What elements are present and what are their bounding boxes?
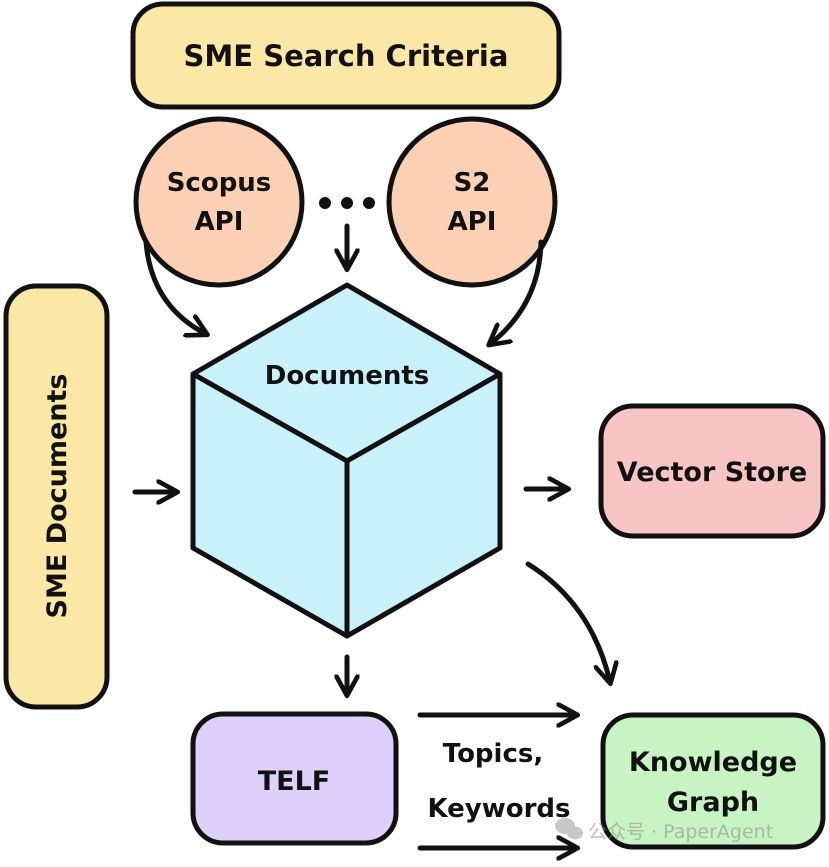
sme-search-criteria-box <box>130 1 562 110</box>
arrow-documents-to-knowledge-graph <box>525 561 610 682</box>
scopus-api-label-line2: API <box>195 207 244 237</box>
documents-cube-node: Documents <box>190 282 503 639</box>
knowledge-graph-box <box>600 712 826 850</box>
ellipsis-dots <box>319 197 375 209</box>
vector-store-node: Vector Store <box>598 403 826 539</box>
sme-search-criteria-node: SME Search Criteria <box>130 1 562 110</box>
documents-label: Documents <box>265 361 430 391</box>
wechat-icon <box>555 818 583 840</box>
s2-api-label-line1: S2 <box>454 168 491 198</box>
telf-label: TELF <box>258 766 331 797</box>
telf-node: TELF <box>190 711 399 846</box>
sme-documents-node: SME Documents <box>3 283 110 710</box>
knowledge-graph-label-line1: Knowledge <box>629 747 797 778</box>
s2-api-circle <box>386 116 558 288</box>
s2-api-node: S2 API <box>386 116 558 288</box>
knowledge-graph-node: Knowledge Graph <box>600 712 826 850</box>
edge-label-topics: Topics, <box>443 739 543 769</box>
telf-box <box>190 711 399 846</box>
sme-documents-label: SME Documents <box>42 374 73 619</box>
arrow-scopus-to-documents <box>143 239 206 334</box>
scopus-api-node: Scopus API <box>133 116 305 288</box>
vector-store-label: Vector Store <box>617 457 807 488</box>
scopus-api-circle <box>133 116 305 288</box>
scopus-api-label-line1: Scopus <box>167 168 272 198</box>
watermark: 公众号 · PaperAgent <box>555 818 773 843</box>
sme-documents-box <box>3 283 110 710</box>
sme-search-criteria-label: SME Search Criteria <box>184 39 509 73</box>
arrow-s2-to-documents <box>490 239 544 344</box>
s2-api-label-line2: API <box>448 207 497 237</box>
edge-label-keywords: Keywords <box>427 794 570 824</box>
watermark-text: 公众号 · PaperAgent <box>588 821 773 843</box>
cube-right-face <box>344 371 503 639</box>
knowledge-graph-label-line2: Graph <box>667 787 759 818</box>
vector-store-box <box>598 403 826 539</box>
